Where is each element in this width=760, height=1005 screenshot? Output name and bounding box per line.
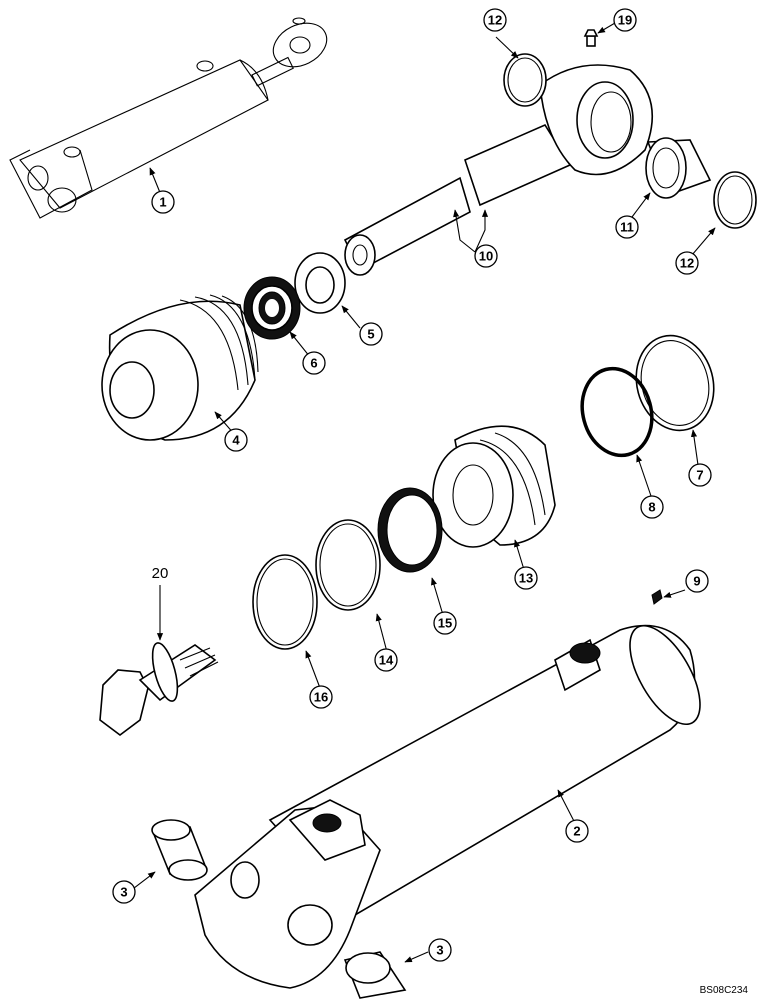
barrel-part	[194, 624, 701, 989]
svg-text:12: 12	[680, 256, 694, 271]
callout-11: 11	[615, 215, 639, 239]
callout-14: 14	[374, 648, 398, 672]
piston-head-part	[101, 294, 259, 441]
callout-2: 2	[565, 819, 589, 843]
callout-10: 10	[474, 244, 498, 268]
o-ring-part	[580, 366, 654, 458]
svg-text:3: 3	[436, 943, 443, 958]
svg-text:6: 6	[310, 356, 317, 371]
grease-fitting-part	[583, 29, 599, 47]
snap-ring-part-upper	[503, 53, 547, 107]
screw-part	[651, 589, 663, 605]
svg-text:19: 19	[618, 13, 632, 28]
bushing-part-lower	[343, 951, 407, 999]
piston-rod-part	[343, 123, 572, 276]
leader-lines	[133, 22, 716, 963]
drawing-code: BS08C234	[700, 985, 749, 996]
spacer-part	[294, 252, 346, 314]
wear-ring-part	[315, 519, 381, 611]
svg-text:12: 12	[488, 13, 502, 28]
callout-12-upper: 12	[483, 8, 507, 32]
bolt-label-20: 20	[152, 565, 169, 582]
bearing-part	[645, 137, 712, 199]
svg-text:1: 1	[159, 195, 166, 210]
svg-text:4: 4	[232, 433, 240, 448]
svg-text:14: 14	[379, 653, 394, 668]
callout-9: 9	[685, 569, 709, 593]
backup-ring-part	[635, 334, 715, 432]
callout-16: 16	[309, 685, 333, 709]
bushing-part-upper	[151, 819, 208, 881]
callout-13: 13	[514, 566, 538, 590]
callout-5: 5	[359, 322, 383, 346]
svg-text:2: 2	[573, 824, 580, 839]
svg-text:8: 8	[648, 500, 655, 515]
guide-ring-part	[252, 554, 318, 650]
rod-seal-part	[243, 276, 301, 340]
snap-ring-part-lower	[713, 171, 757, 229]
svg-text:3: 3	[120, 885, 127, 900]
callout-7: 7	[688, 463, 712, 487]
piston-part	[432, 425, 556, 548]
svg-text:9: 9	[693, 574, 700, 589]
callout-3-upper: 3	[112, 880, 136, 904]
callout-19: 19	[613, 8, 637, 32]
callout-1: 1	[151, 190, 175, 214]
svg-text:10: 10	[479, 249, 493, 264]
rod-eye-part	[539, 64, 653, 176]
bolt-part	[99, 642, 219, 736]
callout-15: 15	[433, 611, 457, 635]
svg-text:5: 5	[367, 327, 374, 342]
svg-text:7: 7	[696, 468, 703, 483]
svg-text:16: 16	[314, 690, 328, 705]
svg-text:15: 15	[438, 616, 452, 631]
callout-12-lower: 12	[675, 251, 699, 275]
callout-8: 8	[640, 495, 664, 519]
cylinder-assembly-part	[9, 17, 328, 219]
svg-text:11: 11	[620, 220, 634, 235]
callout-6: 6	[302, 351, 326, 375]
callout-4: 4	[224, 428, 248, 452]
svg-text:13: 13	[519, 571, 533, 586]
callout-3-lower: 3	[428, 938, 452, 962]
piston-seal-part	[377, 487, 443, 573]
